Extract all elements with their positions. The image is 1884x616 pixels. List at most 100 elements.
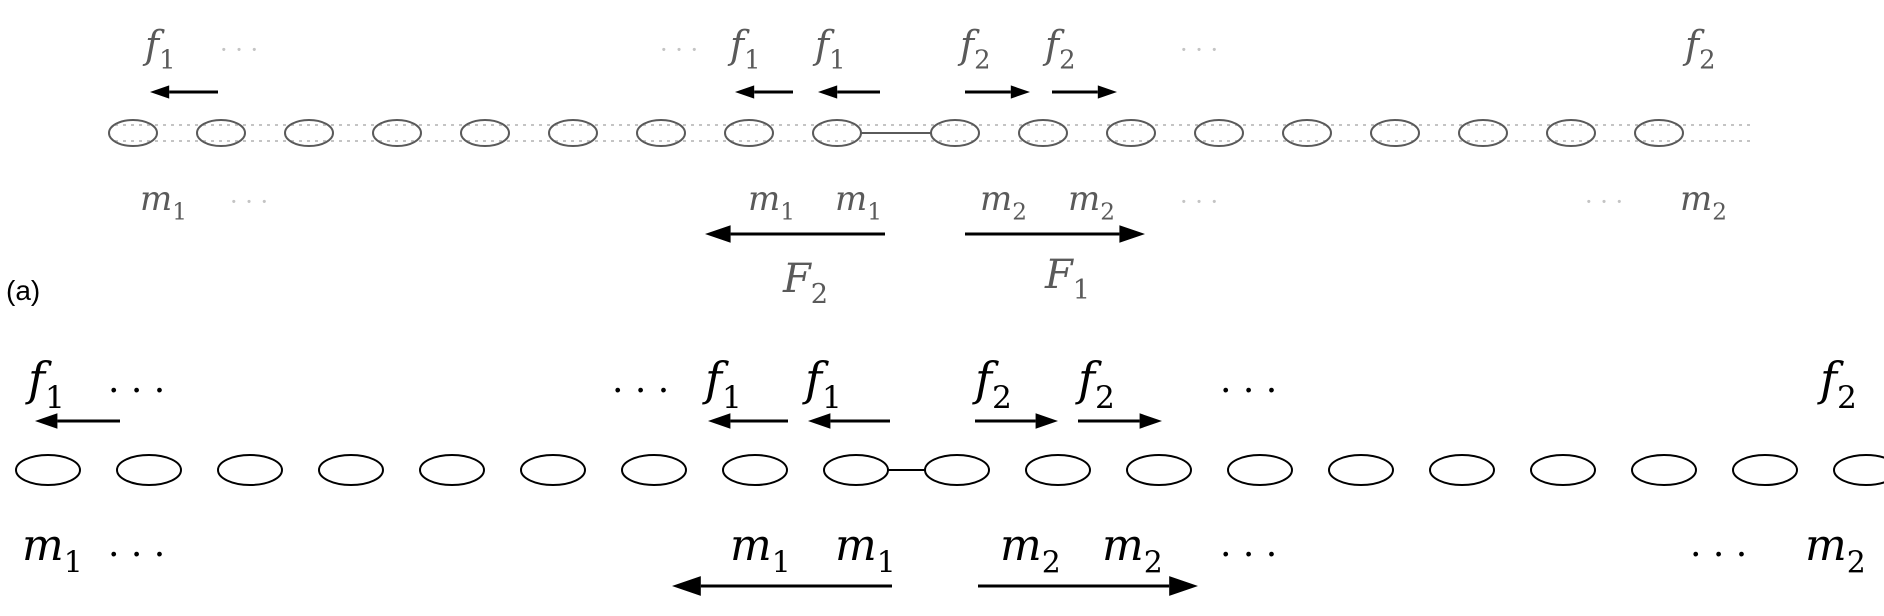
mass-label: m2 xyxy=(1805,520,1866,580)
force-arrow-head xyxy=(35,413,58,429)
big-force-arrow xyxy=(672,576,892,596)
force-arrow xyxy=(975,413,1058,429)
force-arrow xyxy=(735,85,793,99)
ellipsis: . . . xyxy=(1220,360,1277,401)
ellipsis: . . . xyxy=(612,360,669,401)
force-label: f2 xyxy=(972,352,1012,416)
mass-7 xyxy=(636,119,686,147)
force-arrow-head xyxy=(1010,85,1030,99)
force-label: f1 xyxy=(727,23,761,76)
mass-18 xyxy=(1634,119,1684,147)
force-arrow xyxy=(150,85,218,99)
force-arrow xyxy=(808,413,890,429)
big-force-arrow xyxy=(978,576,1198,596)
ellipsis: . . . xyxy=(108,524,165,565)
panel-a: f1 · · · · · · f1 f1 f2 f2 · · · f2 m1 · · · m1 m1 m2… xyxy=(6,23,1750,310)
force-arrow-head xyxy=(1097,85,1117,99)
mass-label: m1 xyxy=(835,179,882,226)
mass-12 xyxy=(1126,454,1192,486)
mass-10 xyxy=(930,119,980,147)
big-force-arrow-head xyxy=(1119,225,1145,243)
mass-label: m2 xyxy=(1102,520,1163,580)
mass-4 xyxy=(372,119,422,147)
mass-label: m2 xyxy=(1680,179,1727,226)
force-arrow xyxy=(708,413,788,429)
force-arrow-head xyxy=(150,85,170,99)
force-arrow-head xyxy=(808,413,831,429)
ellipsis: · · · xyxy=(230,188,268,216)
mass-2 xyxy=(116,454,182,486)
mass-15 xyxy=(1429,454,1495,486)
mass-13 xyxy=(1194,119,1244,147)
mass-5 xyxy=(460,119,510,147)
big-force-arrow xyxy=(705,225,885,243)
force-label: f1 xyxy=(702,352,742,416)
panel-b: f1 . . . . . . f1 f1 f2 f2 . . . f2 m1 . . . m1 m1 m2… xyxy=(15,352,1884,596)
mass-14 xyxy=(1282,119,1332,147)
mass-13 xyxy=(1227,454,1293,486)
mass-2 xyxy=(196,119,246,147)
mass-label: m2 xyxy=(1068,179,1115,226)
mass-8 xyxy=(724,119,774,147)
force-label: f2 xyxy=(1042,23,1076,76)
force-arrow xyxy=(965,85,1030,99)
force-label: f2 xyxy=(1682,23,1716,76)
ellipsis: . . . xyxy=(1690,524,1747,565)
big-force-arrow-head xyxy=(705,225,731,243)
mass-1 xyxy=(108,119,158,147)
ellipsis: . . . xyxy=(108,360,165,401)
ellipsis: · · · xyxy=(1180,188,1218,216)
big-force-arrow xyxy=(965,225,1145,243)
ellipsis: . . . xyxy=(1220,524,1277,565)
mass-label: m1 xyxy=(835,520,896,580)
mass-17 xyxy=(1546,119,1596,147)
mass-5 xyxy=(419,454,485,486)
mass-label: m1 xyxy=(748,179,795,226)
ellipsis: · · · xyxy=(660,36,698,64)
force-label: f1 xyxy=(142,23,176,76)
force-label: f1 xyxy=(802,352,842,416)
force-label: f1 xyxy=(25,352,65,416)
mass-18 xyxy=(1732,454,1798,486)
force-arrow xyxy=(1052,85,1117,99)
force-arrow xyxy=(35,413,120,429)
big-force-arrow-head xyxy=(672,576,701,596)
mass-17 xyxy=(1631,454,1697,486)
force-label: f2 xyxy=(1075,352,1115,416)
big-force-label: F1 xyxy=(1044,252,1090,306)
mass-label: m1 xyxy=(22,520,83,580)
mass-8 xyxy=(722,454,788,486)
ellipsis: · · · xyxy=(1585,188,1623,216)
mass-label: m1 xyxy=(730,520,791,580)
big-force-label: F2 xyxy=(782,256,828,310)
mass-6 xyxy=(548,119,598,147)
ellipsis: · · · xyxy=(220,36,258,64)
force-arrow-head xyxy=(1139,413,1162,429)
mass-16 xyxy=(1458,119,1508,147)
panel-label: (a) xyxy=(6,275,40,306)
ellipsis: · · · xyxy=(1180,36,1218,64)
force-label: f1 xyxy=(812,23,846,76)
mass-9 xyxy=(812,119,862,147)
mass-16 xyxy=(1530,454,1596,486)
mass-9 xyxy=(823,454,889,486)
mass-4 xyxy=(318,454,384,486)
mass-1 xyxy=(15,454,81,486)
mass-19 xyxy=(1833,454,1884,486)
big-force-arrow-head xyxy=(1169,576,1198,596)
force-arrow-head xyxy=(1035,413,1058,429)
force-arrow xyxy=(1078,413,1162,429)
mass-6 xyxy=(520,454,586,486)
force-label: f2 xyxy=(1817,352,1857,416)
mass-11 xyxy=(1018,119,1068,147)
force-label: f2 xyxy=(957,23,991,76)
mass-12 xyxy=(1106,119,1156,147)
mass-11 xyxy=(1025,454,1091,486)
force-arrow-head xyxy=(708,413,731,429)
mass-label: m1 xyxy=(140,179,187,226)
mass-14 xyxy=(1328,454,1394,486)
force-arrow-head xyxy=(818,85,838,99)
mass-15 xyxy=(1370,119,1420,147)
mass-label: m2 xyxy=(1000,520,1061,580)
